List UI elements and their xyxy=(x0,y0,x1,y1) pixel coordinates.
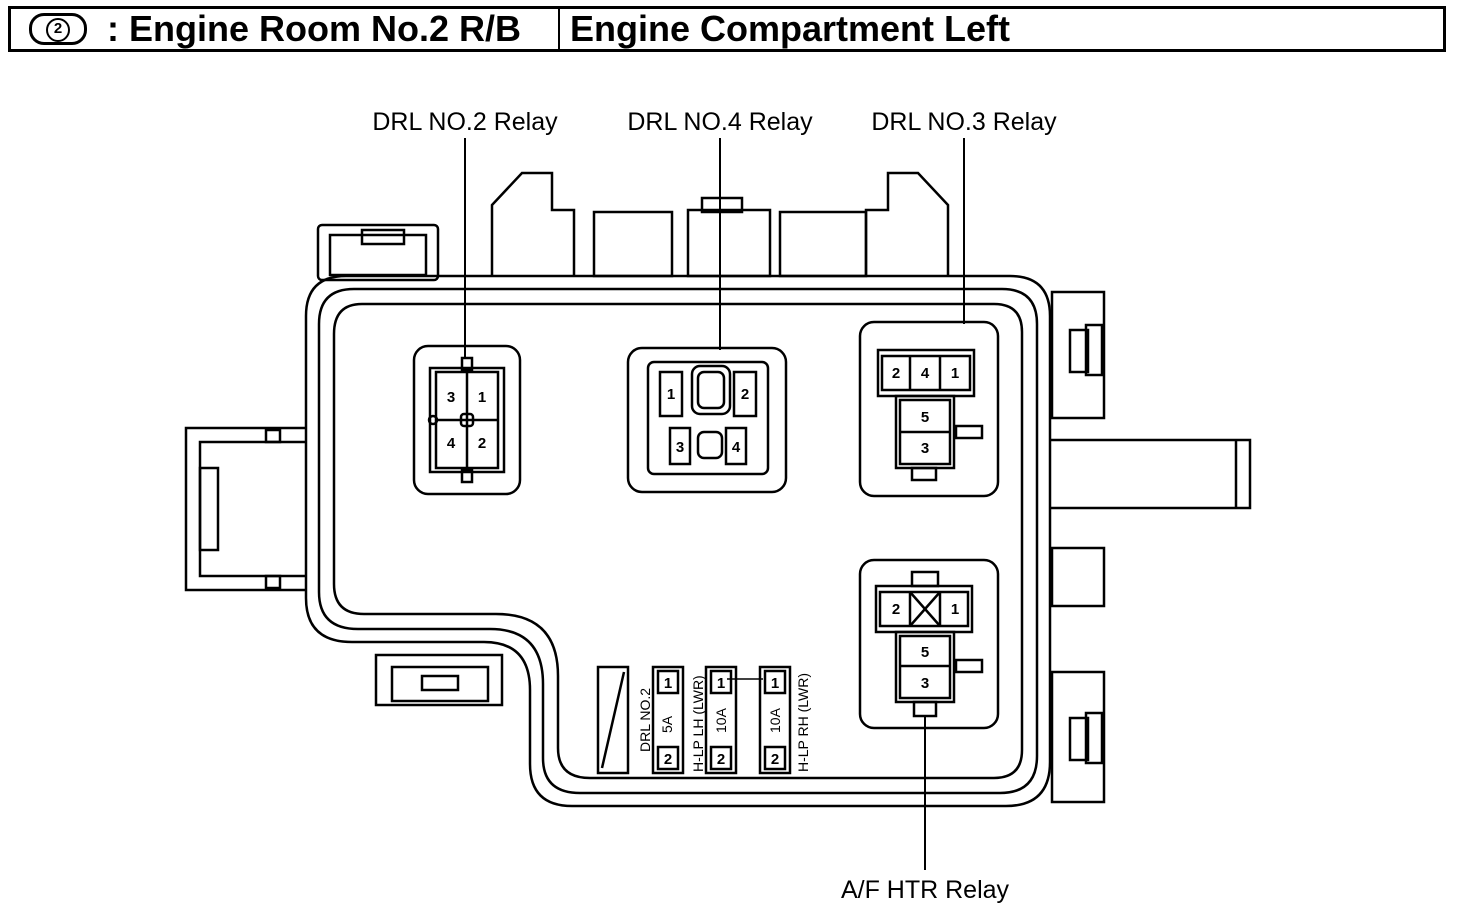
afhtr-pin: 5 xyxy=(921,644,929,661)
drl-no2-relay-label: DRL NO.2 Relay xyxy=(372,108,558,136)
fuse-name-label: H-LP RH (LWR) xyxy=(795,673,811,772)
pin-numbers: 3 1 4 2 1 2 3 4 2 4 1 5 3 2 1 5 3 1 2 1 … xyxy=(447,365,959,768)
afhtr-pin: 2 xyxy=(892,601,900,618)
afhtr-pin: 1 xyxy=(951,601,959,618)
drl4-pin: 1 xyxy=(667,386,675,403)
drl2-pin: 1 xyxy=(478,389,486,406)
drl-no3-relay-label: DRL NO.3 Relay xyxy=(871,108,1057,136)
header-title-left: : Engine Room No.2 R/B xyxy=(107,8,521,49)
drl-no2-relay[interactable] xyxy=(412,344,522,496)
header-title-right: Engine Compartment Left xyxy=(570,8,1011,49)
fuse-hlp-rh-lwr[interactable] xyxy=(758,665,792,775)
fuse-block xyxy=(596,665,792,775)
leader-lines xyxy=(464,138,965,870)
drl3-pin: 2 xyxy=(892,365,900,382)
main-body xyxy=(304,274,1052,808)
drl3-pin: 3 xyxy=(921,440,929,457)
af-htr-relay-label: A/F HTR Relay xyxy=(841,876,1010,904)
fuse-drl-no2[interactable] xyxy=(651,665,685,775)
drl2-pin: 4 xyxy=(447,435,456,452)
fuse-amp-label: 5A xyxy=(659,715,675,733)
drl2-pin: 3 xyxy=(447,389,455,406)
fuse-name-label: H-LP LH (LWR) xyxy=(690,675,706,772)
badge-number: 2 xyxy=(46,17,70,42)
right-clips xyxy=(1050,290,1106,804)
fuse-pin: 1 xyxy=(771,675,779,692)
right-mount-tab xyxy=(1050,438,1252,510)
spare-fuse-slot xyxy=(596,665,630,775)
top-connectors xyxy=(316,171,950,282)
af-htr-relay[interactable] xyxy=(858,558,1000,730)
fuse-labels: DRL NO.2 5A H-LP LH (LWR) 10A 10A H-LP R… xyxy=(637,673,811,772)
drl-no4-relay[interactable] xyxy=(626,346,788,494)
fuse-pin: 2 xyxy=(717,751,725,768)
fuse-pin: 1 xyxy=(717,675,725,692)
drl3-pin: 5 xyxy=(921,409,929,426)
drl4-pin: 4 xyxy=(732,439,741,456)
fuse-name-label: DRL NO.2 xyxy=(637,688,653,752)
header-right: Engine Compartment Left xyxy=(560,8,1443,49)
fuse-pin: 2 xyxy=(771,751,779,768)
left-mount-tab xyxy=(184,426,306,592)
drl3-pin: 4 xyxy=(921,365,930,382)
drl2-pin: 2 xyxy=(478,435,486,452)
bottom-clip xyxy=(374,653,504,707)
header-left: 2 : Engine Room No.2 R/B xyxy=(11,8,560,49)
drl3-pin: 1 xyxy=(951,365,959,382)
fuse-pin: 1 xyxy=(664,675,672,692)
fuse-hlp-lh-lwr[interactable] xyxy=(704,665,738,775)
drl4-pin: 3 xyxy=(676,439,684,456)
afhtr-pin: 3 xyxy=(921,675,929,692)
drl-no4-relay-label: DRL NO.4 Relay xyxy=(627,108,813,136)
relay-labels: DRL NO.2 Relay DRL NO.4 Relay DRL NO.3 R… xyxy=(372,108,1057,904)
drl4-pin: 2 xyxy=(741,386,749,403)
relay-block-badge: 2 xyxy=(29,13,87,45)
fuse-amp-label: 10A xyxy=(767,707,783,733)
header-bar: 2 : Engine Room No.2 R/B Engine Compartm… xyxy=(8,6,1446,52)
drl-no3-relay[interactable] xyxy=(858,320,1000,498)
fuse-pin: 2 xyxy=(664,751,672,768)
fuse-amp-label: 10A xyxy=(713,707,729,733)
